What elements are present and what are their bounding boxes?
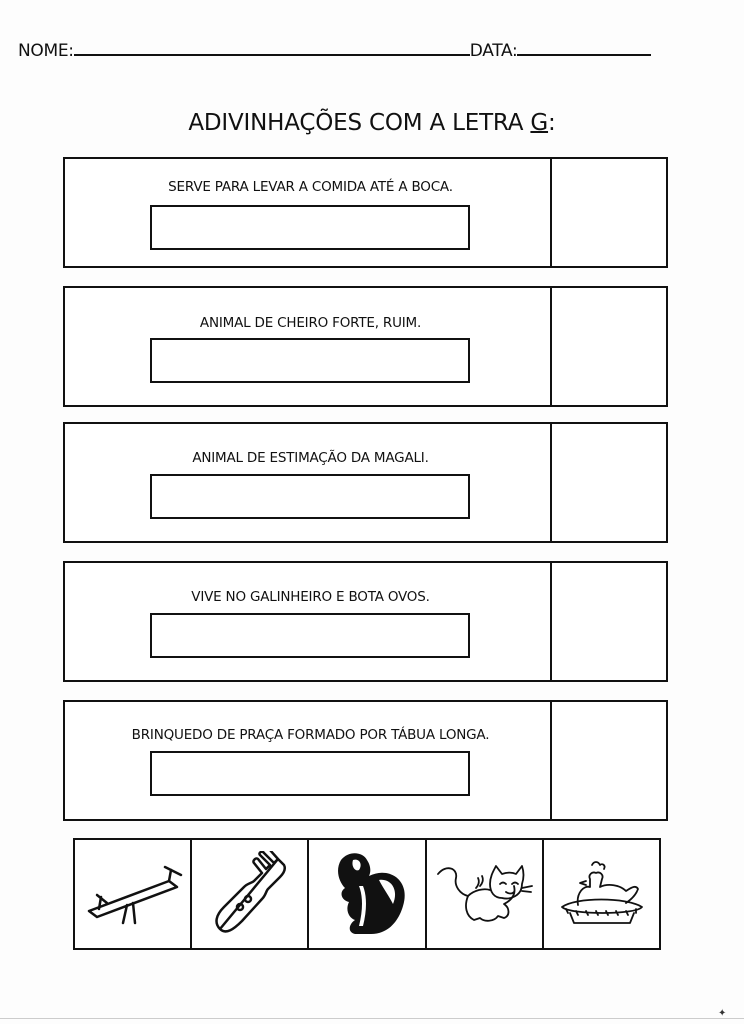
answer-box[interactable] — [150, 338, 470, 383]
fork-icon — [215, 851, 286, 933]
picture-cell[interactable] — [309, 840, 427, 948]
picture-slot[interactable] — [550, 159, 666, 266]
date-label: DATA: — [469, 41, 518, 61]
riddle-row: VIVE NO GALINHEIRO E BOTA OVOS. — [63, 561, 668, 682]
answer-box[interactable] — [150, 751, 470, 796]
riddle-row: BRINQUEDO DE PRAÇA FORMADO POR TÁBUA LON… — [63, 700, 668, 821]
picture-slot[interactable] — [550, 563, 666, 680]
riddle-question: BRINQUEDO DE PRAÇA FORMADO POR TÁBUA LON… — [131, 727, 490, 743]
riddle-row: SERVE PARA LEVAR A COMIDA ATÉ A BOCA. — [63, 157, 668, 268]
date-field[interactable] — [517, 40, 652, 56]
riddle-question: ANIMAL DE ESTIMAÇÃO DA MAGALI. — [192, 450, 429, 466]
riddle-row: ANIMAL DE CHEIRO FORTE, RUIM. — [63, 286, 668, 407]
picture-cell[interactable] — [427, 840, 544, 948]
name-field[interactable] — [73, 40, 470, 56]
answer-box[interactable] — [150, 205, 470, 250]
scan-mark: ✦ — [718, 1008, 727, 1019]
picture-cell[interactable] — [544, 840, 659, 948]
title-text: ADIVINHAÇÕES COM A LETRA — [188, 110, 531, 136]
name-label: NOME: — [18, 41, 74, 61]
page-edge — [0, 1018, 744, 1019]
picture-strip — [73, 838, 661, 950]
riddle-question: ANIMAL DE CHEIRO FORTE, RUIM. — [199, 315, 422, 331]
title-letter: G — [530, 110, 549, 136]
riddle-question: SERVE PARA LEVAR A COMIDA ATÉ A BOCA. — [168, 179, 453, 195]
answer-box[interactable] — [150, 474, 470, 519]
name-date-header: NOME: DATA: — [18, 40, 652, 61]
riddle-question: VIVE NO GALINHEIRO E BOTA OVOS. — [191, 589, 430, 605]
picture-slot[interactable] — [550, 702, 666, 819]
answer-box[interactable] — [150, 613, 470, 658]
title-suffix: : — [548, 110, 556, 136]
riddle-row: ANIMAL DE ESTIMAÇÃO DA MAGALI. — [63, 422, 668, 543]
skunk-icon — [338, 853, 405, 934]
cat-icon — [437, 865, 534, 922]
page-title: ADIVINHAÇÕES COM A LETRA G: — [0, 110, 744, 136]
hen-icon — [561, 861, 644, 924]
picture-slot[interactable] — [550, 288, 666, 405]
picture-slot[interactable] — [550, 424, 666, 541]
picture-cell[interactable] — [75, 840, 193, 948]
picture-cell[interactable] — [192, 840, 310, 948]
seesaw-icon — [87, 865, 182, 925]
